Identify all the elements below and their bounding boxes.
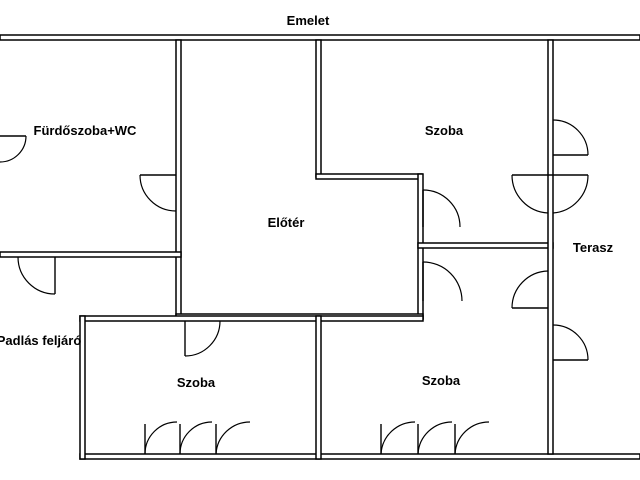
wall-bath-hall: [175, 39, 182, 320]
room-label-attic-stairs: Padlás feljáró: [0, 333, 81, 348]
door-bathroom-left: [0, 135, 27, 163]
room-label-hall: Előtér: [268, 215, 305, 230]
wall-bottom-divider: [315, 315, 322, 460]
room-label-bathroom: Fürdőszoba+WC: [34, 123, 138, 138]
wall-hall-step: [315, 173, 423, 180]
door-terrace-double: [511, 174, 589, 214]
wall-room-right-bottom: [417, 242, 554, 249]
wall-terrace: [547, 39, 554, 455]
door-hall-bottom-right: [422, 261, 463, 302]
walls: [0, 34, 640, 460]
wall-bottom: [79, 453, 640, 460]
wall-hall-room-upper: [315, 39, 322, 178]
wall-bath-bottom: [0, 251, 182, 258]
window-doors-bottom-right: [380, 421, 490, 455]
door-terrace-lower: [511, 270, 549, 309]
door-attic: [17, 256, 56, 295]
room-label-terrace: Terasz: [573, 240, 614, 255]
door-room-right-hall: [422, 189, 461, 228]
plan-title: Emelet: [287, 13, 330, 28]
door-bottom-left-hall: [184, 320, 221, 357]
labels: Emelet Fürdőszoba+WC Szoba Előtér Terasz…: [0, 13, 614, 390]
room-label-room-bottom-left: Szoba: [177, 375, 216, 390]
room-label-room-bottom-right: Szoba: [422, 373, 461, 388]
door-terrace-upper: [552, 119, 589, 156]
door-terrace-bottom: [552, 324, 589, 361]
wall-bottom-left: [79, 315, 86, 460]
room-label-room-top-right: Szoba: [425, 123, 464, 138]
doors: [0, 119, 589, 455]
window-doors-bottom-left: [144, 421, 251, 455]
door-bathroom-hall: [139, 174, 177, 212]
wall-bottom-rooms-top: [79, 315, 424, 322]
